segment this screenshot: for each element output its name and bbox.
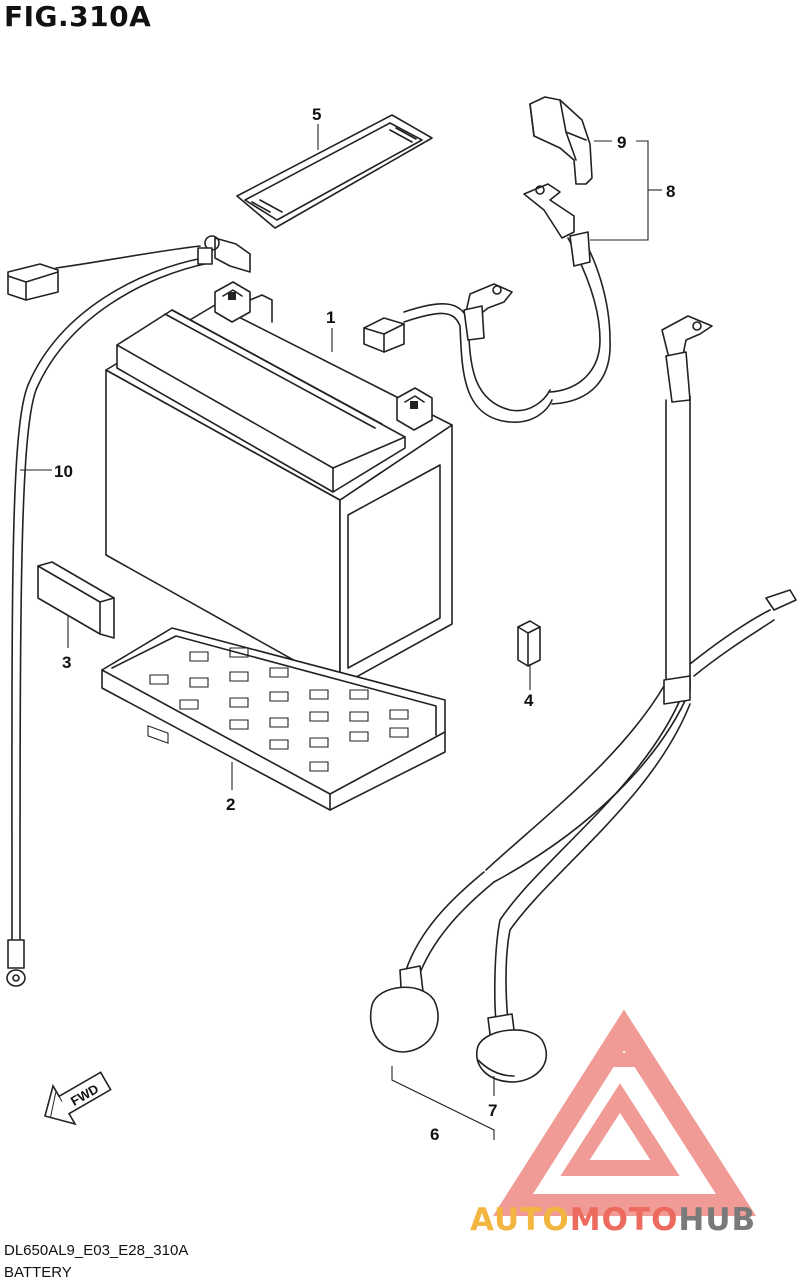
- callout-labels: 1 2 3 4 5 6 7 8 9 10: [54, 105, 675, 1144]
- callout-3: 3: [62, 653, 71, 672]
- section-name: BATTERY: [4, 1264, 72, 1281]
- part-7-cap: [475, 1013, 548, 1083]
- callout-8: 8: [666, 182, 675, 201]
- callout-1: 1: [326, 308, 335, 327]
- part-1-battery: [105, 281, 453, 687]
- watermark-text: AUTOMOTOHUB: [470, 1202, 756, 1238]
- callout-5: 5: [312, 105, 321, 124]
- positive-lead-loop: [363, 283, 553, 423]
- part-5-battery-band: [236, 114, 433, 229]
- figure-title: FIG.310A: [4, 0, 152, 33]
- part-9-terminal-cover: [529, 96, 593, 185]
- part-8-positive-cable: [523, 183, 611, 405]
- svg-text:AUTOMOTOHUB: AUTOMOTOHUB: [470, 1202, 756, 1238]
- part-2-battery-tray: [101, 627, 446, 811]
- watermark-logo: [492, 1009, 757, 1216]
- model-code: DL650AL9_E03_E28_310A: [4, 1242, 189, 1259]
- tray-slots: [147, 647, 409, 772]
- logo-hub: HUB: [678, 1202, 756, 1238]
- part-10-ground-wire: [6, 235, 251, 987]
- part-3-pad: [37, 561, 115, 639]
- callout-2: 2: [226, 795, 235, 814]
- part-6-harness: [369, 315, 797, 1053]
- callout-6: 6: [430, 1125, 439, 1144]
- fwd-arrow: FWD: [44, 1071, 112, 1126]
- logo-moto: MOTO: [570, 1202, 679, 1238]
- callout-7: 7: [488, 1101, 497, 1120]
- callout-4: 4: [524, 691, 534, 710]
- callout-9: 9: [617, 133, 626, 152]
- part-4-spacer: [517, 620, 541, 667]
- callout-10: 10: [54, 462, 73, 481]
- leader-lines: [20, 124, 662, 1140]
- logo-auto: AUTO: [470, 1202, 570, 1238]
